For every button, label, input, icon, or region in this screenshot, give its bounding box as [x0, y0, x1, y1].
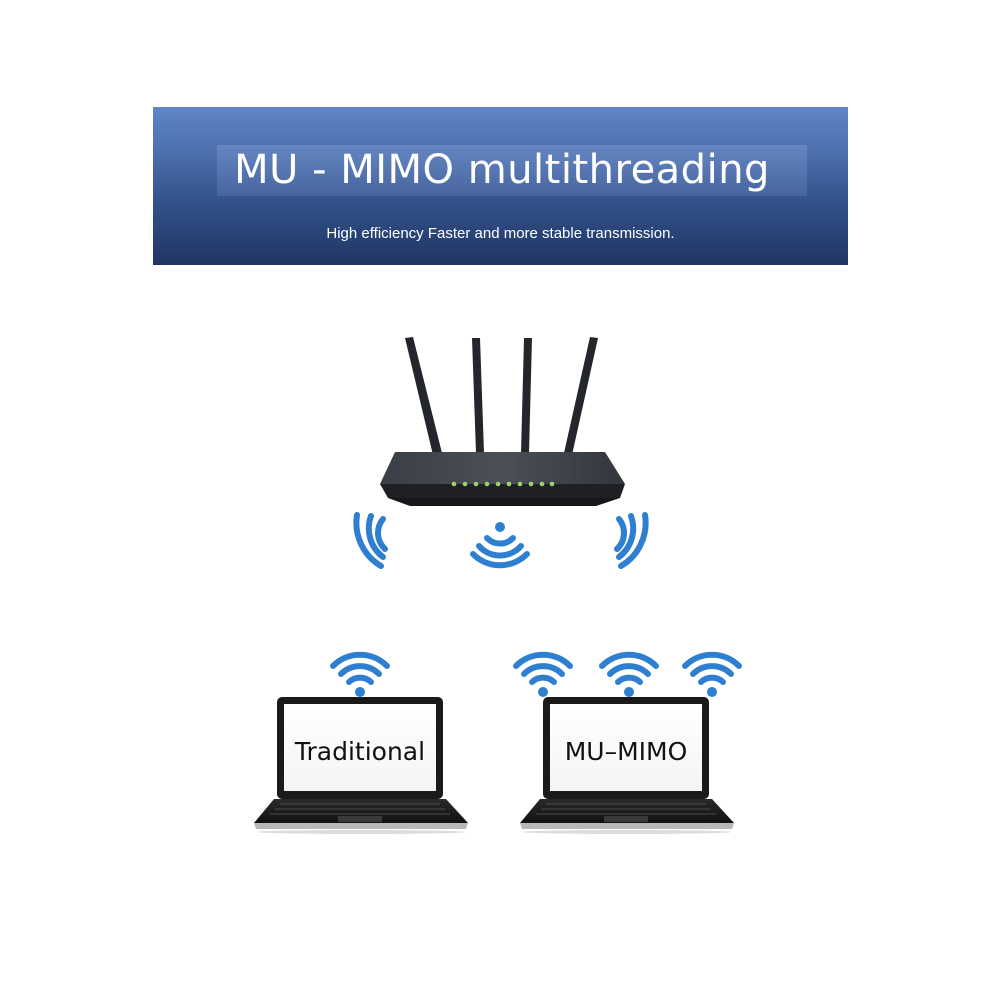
laptop-label-traditional: Traditional — [294, 737, 425, 766]
banner-title-backdrop — [217, 145, 807, 196]
laptop-traditional: Traditional — [254, 651, 468, 834]
router-status-leds — [451, 481, 555, 487]
wifi-signal-icon — [682, 651, 742, 697]
laptop-label-mu-mimo: MU–MIMO — [565, 737, 688, 766]
wifi-signal-icon — [353, 512, 388, 569]
banner-title: MU - MIMO multithreading — [234, 147, 770, 193]
wifi-router-icon — [380, 337, 625, 506]
wifi-signal-icon — [513, 651, 573, 697]
wifi-signal-icon — [614, 512, 649, 569]
banner-subtitle: High efficiency Faster and more stable t… — [326, 225, 675, 242]
laptop-mu-mimo: MU–MIMO — [513, 651, 742, 834]
router-antennas — [405, 337, 598, 455]
header-banner: MU - MIMO multithreading High efficiency… — [153, 107, 848, 265]
wifi-signal-icon — [330, 651, 390, 697]
wifi-signal-icon — [470, 522, 530, 569]
wifi-signal-icon — [599, 651, 659, 697]
